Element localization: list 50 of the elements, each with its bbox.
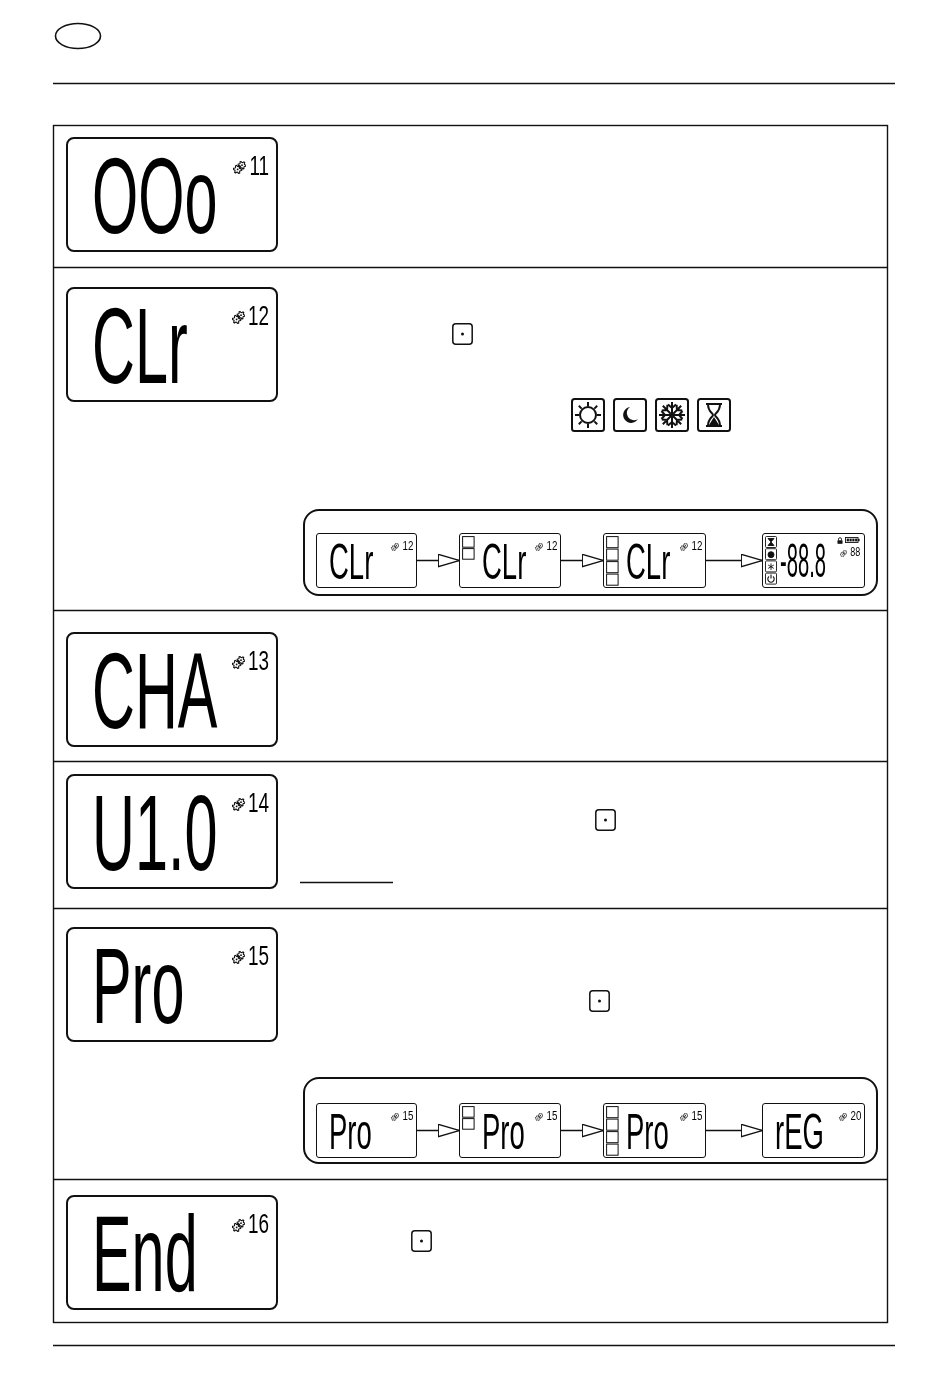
arrow xyxy=(416,553,460,568)
arrow xyxy=(705,553,763,568)
arrow xyxy=(705,1123,763,1138)
lcd-display xyxy=(66,287,278,402)
lcd-display xyxy=(603,1103,706,1158)
lcd-display xyxy=(316,533,417,588)
lcd-display xyxy=(603,533,706,588)
lcd-display xyxy=(459,533,561,588)
lcd-display xyxy=(66,1195,278,1310)
lcd-display xyxy=(66,632,278,747)
lcd-display xyxy=(66,927,278,1042)
arrow xyxy=(416,1123,460,1138)
parameter-number: 15 xyxy=(546,1109,557,1122)
parameter-number: 12 xyxy=(402,539,413,552)
lcd-readout: CLr xyxy=(329,541,374,584)
lcd-readout: CLr xyxy=(92,300,188,392)
parameter-number: 15 xyxy=(691,1109,702,1122)
lcd-readout: CLr xyxy=(482,541,527,584)
lcd-display xyxy=(316,1103,417,1158)
arrow xyxy=(560,553,604,568)
parameter-number: 20 xyxy=(850,1109,861,1122)
lcd-display xyxy=(66,137,278,252)
sequence-panel xyxy=(303,1077,878,1164)
sequence-panel xyxy=(303,509,878,596)
lcd-display xyxy=(66,774,278,889)
parameter-number: 15 xyxy=(402,1109,413,1122)
parameter-number: 14 xyxy=(247,790,269,817)
lcd-display xyxy=(762,1103,865,1158)
parameter-number: 12 xyxy=(247,303,269,330)
lcd-readout: Pro xyxy=(92,940,185,1032)
lcd-readout: Pro xyxy=(482,1111,525,1154)
parameter-number: 16 xyxy=(247,1211,269,1238)
lcd-readout: Pro xyxy=(626,1111,669,1154)
parameter-number: 11 xyxy=(249,153,269,180)
lcd-readout: rEG xyxy=(775,1111,824,1154)
lcd-display xyxy=(459,1103,561,1158)
arrow xyxy=(560,1123,604,1138)
lcd-display xyxy=(762,533,865,588)
lcd-readout: U1.0 xyxy=(92,787,218,879)
lcd-readout: OOo xyxy=(92,150,218,242)
lcd-readout: CLr xyxy=(626,541,671,584)
lcd-readout: CHA xyxy=(92,645,218,737)
parameter-number: 12 xyxy=(691,539,702,552)
lcd-readout: End xyxy=(92,1208,198,1300)
lcd-readout: -88.8 xyxy=(780,541,826,582)
parameter-number: 88 xyxy=(850,546,860,558)
lcd-readout: Pro xyxy=(329,1111,372,1154)
parameter-number: 15 xyxy=(247,943,269,970)
parameter-number: 12 xyxy=(546,539,557,552)
parameter-number: 13 xyxy=(247,648,269,675)
